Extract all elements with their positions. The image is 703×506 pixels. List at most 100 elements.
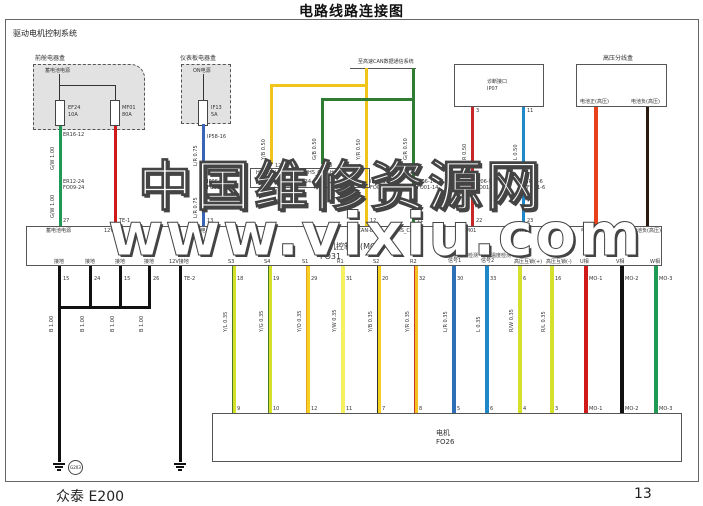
mcu-pin: 电机温度检测信号1 [448,253,479,264]
fuse-if13 [198,100,208,126]
mcu-pin: 高压互锁(+) [514,259,543,265]
wire-spec: Y/R 0.35 [405,311,411,332]
wire-spec: B 1.00 [80,315,86,332]
wire-spec: Y/G 0.35 [259,310,265,332]
ground-wire-2 [89,266,92,308]
page-title: 电路线路连接图 [299,4,404,20]
motor-wire-bottom-pin: 12 [311,406,318,412]
wire-gw-battery [59,126,62,226]
motor-wire-top-pin: 33 [490,276,497,282]
wire-spec: B 1.00 [49,315,55,332]
mcu-pin: 电池正(高压) [581,228,610,234]
wire-spec: L 0.35 [476,316,482,332]
conn-ip06-13: IP06-13 [370,179,390,185]
mcu-pin: CSM02 [510,228,528,234]
fuse-ef24-rating: 10A [68,112,78,118]
mcu-pin: S4 [264,259,271,265]
wire-spec: B 1.00 [110,315,116,332]
motor-wire-10 [584,266,588,413]
fuse-mf01 [110,100,120,126]
motor-wire-9 [550,266,554,413]
pin-22: 22 [476,218,483,224]
conn-ip06-6: IP06-6 [527,179,543,185]
motor-wire-3 [341,266,345,413]
pin-13: 13 [326,163,333,169]
conn-fo01-6: FO01-6 [527,185,546,191]
gnd-pin: 15 [124,276,131,282]
mcu-pin: S3 [228,259,235,265]
mcu-pin: U相 [580,259,589,265]
motor-wire-12 [654,266,658,413]
wire-spec: R/L 0.35 [541,311,547,332]
mcu-pin: 接地 [54,259,65,265]
motor-wire-7 [485,266,489,413]
can-bus-label: 至高速CAN数据通信系统 [358,59,414,65]
wire-can-h-branch [321,98,415,101]
conn-er12-24: ER12-24 [63,179,85,185]
gnd-pin: 24 [94,276,101,282]
motor-code: FO26 [436,438,455,446]
ground-point-g203: G203 [68,460,83,475]
front-fusebox [33,64,145,130]
motor-wire-bottom-pin: MO-1 [589,406,603,412]
ground-icon [53,462,65,472]
mcu-pin: ON电源 [193,228,211,234]
ground-icon [174,462,186,472]
diag-port-label: 诊断接口 [487,79,508,85]
motor-wire-top-pin: MO-3 [659,276,673,282]
pin-12: 12 [275,163,282,169]
pin-13: 13 [207,218,214,224]
gnd-pin: TE-2 [184,276,196,282]
wire-spec: G/W 1.00 [50,146,56,170]
ground-wire-1 [58,266,61,462]
motor-wire-top-pin: 18 [237,276,244,282]
wire-can-l-branch [270,84,366,87]
motor-wire-bottom-pin: 7 [382,406,386,412]
mcu-name: 电机控制器(MCU) [320,242,385,251]
vcu-pin-can-l: HS_CAN-L [256,170,281,176]
pin-12: 12 [370,218,377,224]
fuse-ef24 [55,100,65,126]
wire-red-12v [114,126,117,226]
wire-spec: G/W 1.00 [50,194,56,218]
wire-diag-r [471,107,474,226]
diag-port-code: IP07 [487,86,498,92]
diag-port-box [454,64,544,107]
motor-wire-bottom-pin: 4 [523,406,527,412]
watermark-cn: 中国维修资源网 [138,155,544,219]
mcu-pin: 12V输出 [104,228,124,234]
motor-wire-top-pin: 31 [346,276,353,282]
wire-can-h [412,68,415,226]
wire-spec: L/R 0.35 [443,311,449,332]
vcu-label: VCU IP34 [288,179,312,185]
pin-27: 27 [63,218,70,224]
gnd-pin: 15 [63,276,70,282]
wire-spec: Y/L 0.35 [223,311,229,332]
conn-fo01-7: FO01-7 [207,185,226,191]
wire-spec: R/W 0.35 [509,309,515,332]
diag-pin-3: 3 [476,108,480,114]
motor-wire-top-pin: MO-2 [625,276,639,282]
mcu-pin: 接地 [115,259,126,265]
fuse-mf01-id: MF01 [122,105,136,111]
motor-wire-top-pin: 19 [273,276,280,282]
motor-wire-top-pin: 6 [523,276,527,282]
mcu-pin: 接地 [85,259,96,265]
motor-wire-11 [620,266,624,413]
mcu-pin: S2 [373,259,380,265]
pin-23: 23 [527,218,534,224]
mcu-pin: 高压互锁(-) [546,259,572,265]
motor-wire-bottom-pin: 5 [457,406,461,412]
mcu-pin: HS_CAN-H [397,228,423,234]
motor-wire-top-pin: 32 [419,276,426,282]
motor-wire-bottom-pin: 3 [555,406,559,412]
motor-wire-bottom-pin: 10 [273,406,280,412]
mcu-pin: W相 [650,259,660,265]
hv-pin-pos: 电池正(高压) [580,99,609,105]
wire-spec: Y/W 0.35 [332,309,338,332]
conn-fo01-14: FO01-14 [417,185,439,191]
mcu-pin: V相 [616,259,625,265]
mcu-pin: R1 [337,259,344,265]
system-title: 驱动电机控制系统 [13,29,77,38]
diagram-frame [5,19,699,482]
